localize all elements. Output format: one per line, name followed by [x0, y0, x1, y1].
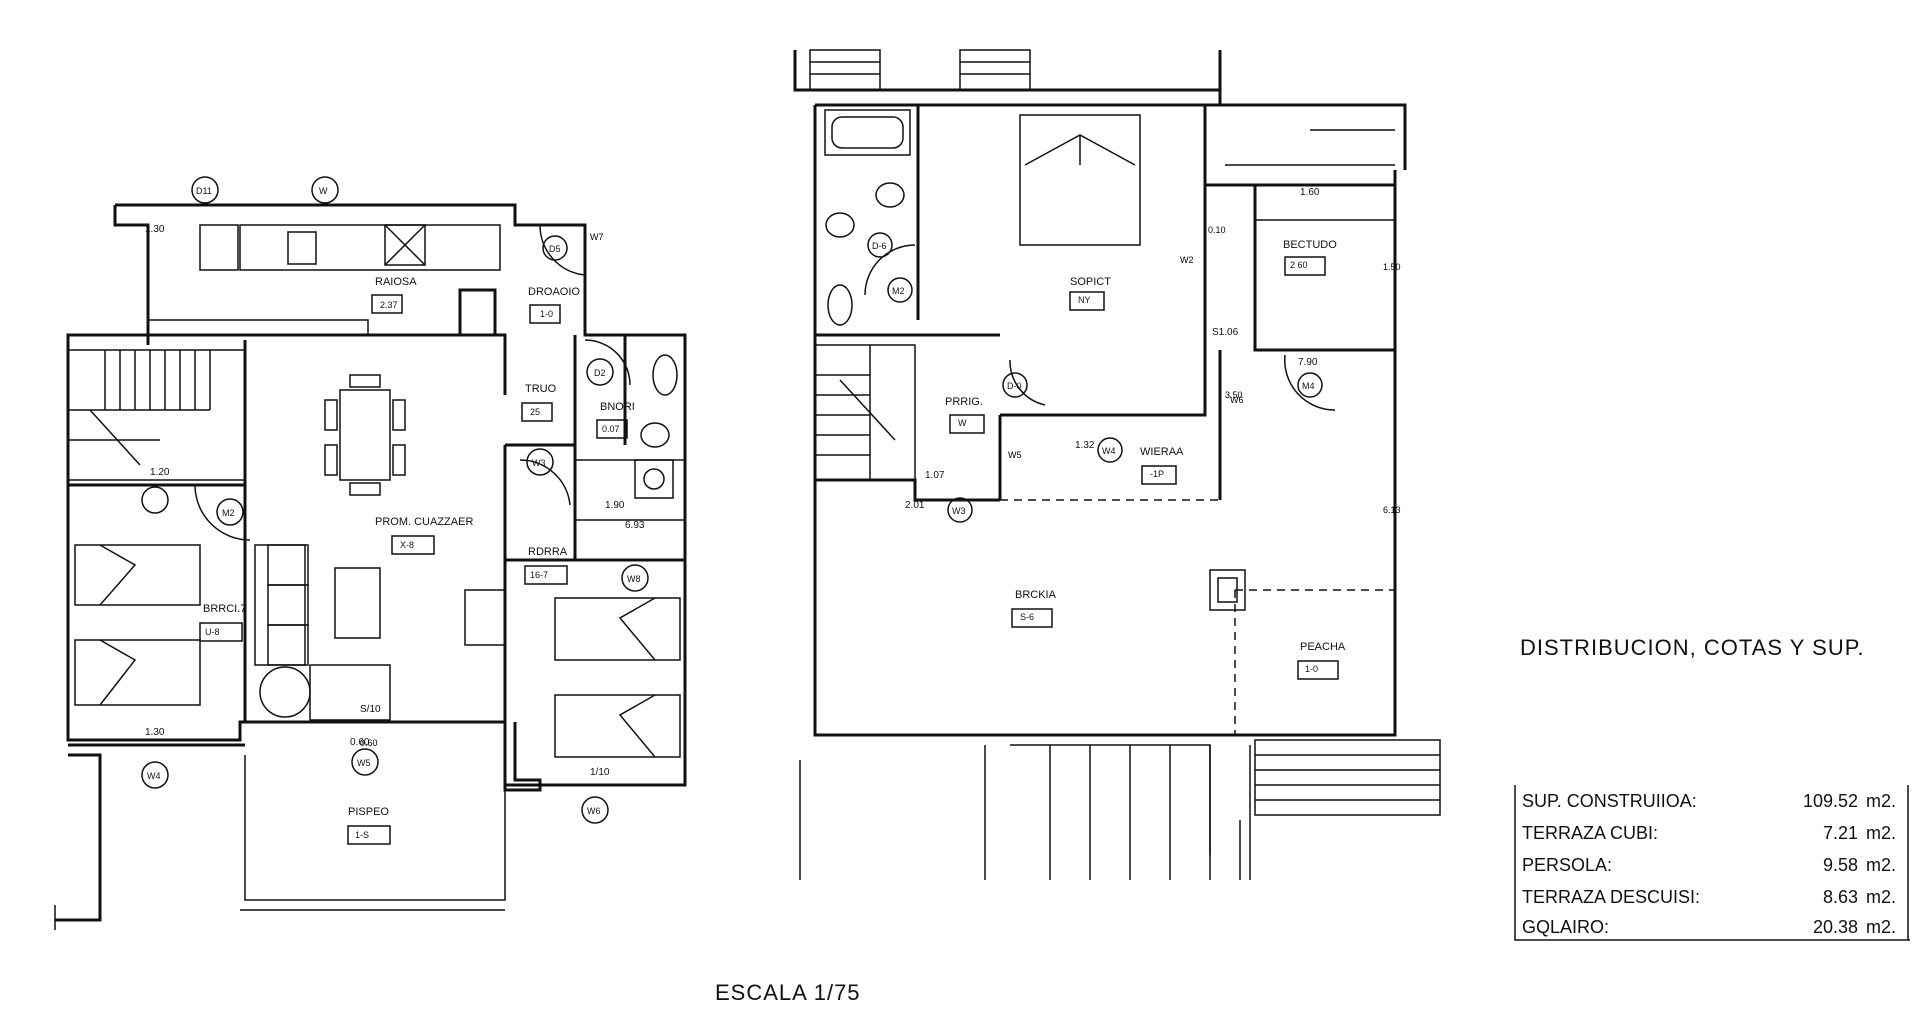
surface-value: 109.52	[1803, 791, 1858, 811]
tag-label: W	[319, 186, 328, 196]
room-area: 1-0	[1305, 664, 1318, 674]
dim-label: 0.10	[1208, 225, 1226, 235]
drawing-scale: ESCALA 1/75	[715, 980, 861, 1005]
room-label: PISPEO	[348, 806, 389, 818]
ground-bedroom-beds	[74, 544, 681, 758]
tag-label: D-6	[872, 241, 887, 251]
room-area: NY	[1078, 295, 1091, 305]
tag-label: W3	[952, 506, 966, 516]
room-label: TRUO	[525, 383, 557, 395]
tag-label: D5	[549, 244, 561, 254]
dim-label: 1.30	[145, 727, 165, 738]
room-label: DROAOIO	[528, 286, 580, 298]
tag-label: W3	[532, 458, 546, 468]
room-label: SOPICT	[1070, 276, 1111, 288]
tag-label: W4	[147, 771, 161, 781]
surface-unit: m2.	[1866, 917, 1896, 937]
room-label: PEACHA	[1300, 641, 1346, 653]
tag-label: W5	[1008, 450, 1022, 460]
dim-label: 1.60	[1300, 187, 1320, 198]
room-area: X-8	[400, 540, 414, 550]
tag-label: W6	[587, 806, 601, 816]
surface-label: TERRAZA CUBI:	[1522, 823, 1658, 843]
surface-unit: m2.	[1866, 791, 1896, 811]
room-area: -1P	[1150, 469, 1164, 479]
ground-floor-plan: 1.20 1.30 0.60 1.90 6.93 1/10 S/10 1.30 …	[54, 176, 687, 930]
dim-label: 2.01	[905, 500, 925, 511]
stairs-ground	[68, 349, 246, 481]
room-area: 16-7	[530, 570, 548, 580]
room-label: BNORI	[600, 401, 635, 413]
tag-label: W4	[1102, 446, 1116, 456]
dim-label: 1.20	[150, 467, 170, 478]
tag-label: D-0	[1007, 381, 1022, 391]
room-label: BRRCI.7	[203, 603, 246, 615]
dim-label: 6.93	[625, 520, 645, 531]
room-area: 1-0	[540, 309, 553, 319]
dim-label: S1.06	[1212, 327, 1239, 338]
pergola	[799, 739, 1441, 880]
surface-unit: m2.	[1866, 823, 1896, 843]
tag-label: M2	[892, 286, 905, 296]
surfaces-table: SUP. CONSTRUIIOA: 109.52 m2. TERRAZA CUB…	[1514, 785, 1910, 941]
tag-label: W6	[1230, 395, 1244, 405]
dim-label: 1.50	[1383, 262, 1401, 272]
dim-label: 3.50	[1225, 390, 1243, 400]
tag-label: D2	[594, 368, 606, 378]
drawing-title: DISTRIBUCION, COTAS Y SUP.	[1520, 635, 1865, 660]
room-area: 2.37	[380, 300, 398, 310]
upper-bedroom-bed	[1019, 114, 1141, 246]
room-area: U-8	[205, 627, 220, 637]
room-label: RAIOSA	[375, 276, 417, 288]
dim-label: 1.90	[605, 500, 625, 511]
surface-label: GQLAIRO:	[1522, 917, 1609, 937]
tag-label: W5	[357, 758, 371, 768]
room-area: 2 60	[1290, 260, 1308, 270]
surface-value: 9.58	[1823, 855, 1858, 875]
room-area: 0.07	[602, 424, 620, 434]
room-label: PRRIG.	[945, 396, 983, 408]
surface-label: TERRAZA DESCUISI:	[1522, 887, 1700, 907]
dim-label: 1/10	[590, 767, 610, 778]
tag-label: D11	[196, 186, 212, 196]
dining-table	[324, 374, 406, 496]
room-area: 25	[530, 407, 540, 417]
surface-value: 7.21	[1823, 823, 1858, 843]
upper-floor-plan: SOPICT NY BECTUDO 2 60 PRRIG. W WIERAA -…	[793, 49, 1441, 880]
surface-value: 20.38	[1813, 917, 1858, 937]
room-area: W	[958, 418, 967, 428]
dim-label: 0.60	[360, 738, 378, 748]
surface-value: 8.63	[1823, 887, 1858, 907]
room-label: PROM. CUAZZAER	[375, 516, 473, 528]
surface-label: SUP. CONSTRUIIOA:	[1522, 791, 1697, 811]
tag-label: W7	[590, 232, 604, 242]
room-area: S-6	[1020, 612, 1034, 622]
dim-label: 1.32	[1075, 440, 1095, 451]
dim-label: 7.90	[1298, 357, 1318, 368]
living-sofas	[254, 544, 506, 721]
room-label: WIERAA	[1140, 446, 1184, 458]
tag-label: M2	[222, 508, 235, 518]
tag-label: W2	[1180, 255, 1194, 265]
surface-label: PERSOLA:	[1522, 855, 1612, 875]
dim-label: 1.30	[145, 224, 165, 235]
room-label: BRCKIA	[1015, 589, 1057, 601]
tag-label: M4	[1302, 381, 1315, 391]
dim-label: 1.07	[925, 470, 945, 481]
dim-label: 0.60	[350, 737, 370, 748]
surface-unit: m2.	[1866, 887, 1896, 907]
surface-unit: m2.	[1866, 855, 1896, 875]
room-area: 1-S	[355, 830, 369, 840]
stairs-upper	[815, 344, 916, 480]
dim-label: 6.13	[1383, 505, 1401, 515]
dim-label: S/10	[360, 704, 381, 715]
room-label: BECTUDO	[1283, 239, 1337, 251]
room-label: RDRRA	[528, 546, 568, 558]
tag-label: W8	[627, 574, 641, 584]
